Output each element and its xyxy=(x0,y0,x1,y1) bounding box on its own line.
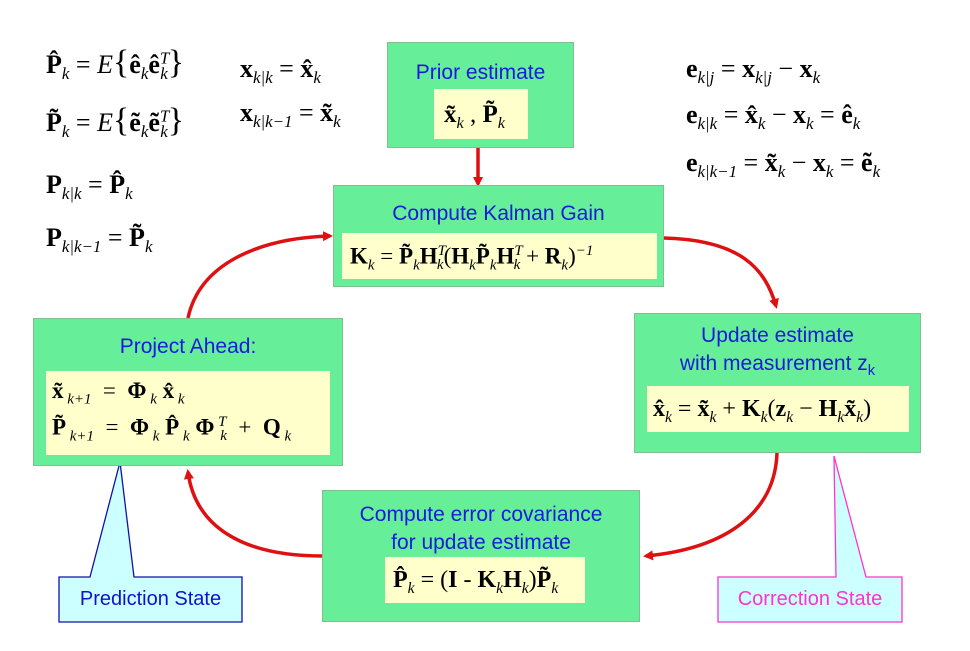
prior-estimate-formula: x̃k , P̃k xyxy=(444,101,505,132)
update-estimate-title-line1: Update estimate xyxy=(701,324,854,347)
eq-phat-def: P̂k = E{êkêTk} xyxy=(46,44,185,84)
error-covariance-formula-panel: P̂k = (I - KkHk)P̃k xyxy=(385,557,585,603)
arrow-covariance-to-project xyxy=(183,469,323,558)
update-estimate-box: Update estimate with measurement zk x̂k … xyxy=(634,313,921,453)
eq-xkk1: xk|k−1 = x̃k xyxy=(240,98,341,132)
project-ahead-box: Project Ahead: x̃ k+1 = Φ k x̂ k P̃ k+1 … xyxy=(33,318,343,466)
prediction-callout-shape xyxy=(58,461,243,623)
correction-state-label: Correction State xyxy=(737,588,883,610)
arrow-gain-to-update xyxy=(663,236,779,309)
project-ahead-formula-covariance: P̃ k+1 = Φ k P̂ k Φ T k + Q k xyxy=(52,414,292,445)
project-ahead-formula-panel: x̃ k+1 = Φ k x̂ k P̃ k+1 = Φ k P̂ k Φ T … xyxy=(46,371,330,455)
update-estimate-formula-panel: x̂k = x̃k + Kk(zk − Hkx̃k) xyxy=(647,386,909,432)
eq-ekk1: ek|k−1 = x̃k − xk = ẽk xyxy=(686,148,881,182)
correction-callout-shape xyxy=(717,455,903,623)
eq-ekj: ek|j = xk|j − xk xyxy=(686,54,821,88)
eq-pkk1: Pk|k−1 = P̃k xyxy=(46,223,153,257)
prior-estimate-box: Prior estimate x̃k , P̃k xyxy=(387,42,574,148)
update-estimate-formula: x̂k = x̃k + Kk(zk − Hkx̃k) xyxy=(653,396,872,426)
eq-pkk: Pk|k = P̂k xyxy=(46,170,133,204)
eq-xkk: xk|k = x̂k xyxy=(240,54,321,88)
prior-estimate-formula-panel: x̃k , P̃k xyxy=(434,89,528,139)
eq-ptilde-def: P̃k = E{ẽkẽTk} xyxy=(46,102,185,142)
prediction-state-label: Prediction State xyxy=(79,588,222,610)
project-ahead-title: Project Ahead: xyxy=(119,335,257,358)
arrow-update-to-covariance xyxy=(643,452,779,561)
error-covariance-title-line1: Compute error covariance xyxy=(359,503,603,526)
kalman-gain-formula-panel: Kk = P̃kHTk(HkP̃kHTk + Rk)−1 xyxy=(342,233,657,279)
error-covariance-formula: P̂k = (I - KkHk)P̃k xyxy=(393,567,559,597)
kalman-gain-formula: Kk = P̃kHTk(HkP̃kHTk + Rk)−1 xyxy=(350,243,594,274)
error-covariance-title-line2: for update estimate xyxy=(391,531,571,554)
prior-estimate-title: Prior estimate xyxy=(415,61,546,84)
eq-ekk: ek|k = x̂k − xk = êk xyxy=(686,100,861,134)
project-ahead-formula-state: x̃ k+1 = Φ k x̂ k xyxy=(52,378,185,408)
kalman-gain-title: Compute Kalman Gain xyxy=(392,202,605,225)
arrow-project-to-gain xyxy=(186,231,333,319)
kalman-gain-box: Compute Kalman Gain Kk = P̃kHTk(HkP̃kHTk… xyxy=(333,185,664,287)
update-estimate-title-line2: with measurement zk xyxy=(635,350,920,385)
error-covariance-box: Compute error covariance for update esti… xyxy=(322,490,640,622)
update-estimate-title-sub: k xyxy=(867,363,876,380)
update-estimate-title-text: with measurement z xyxy=(679,352,868,375)
